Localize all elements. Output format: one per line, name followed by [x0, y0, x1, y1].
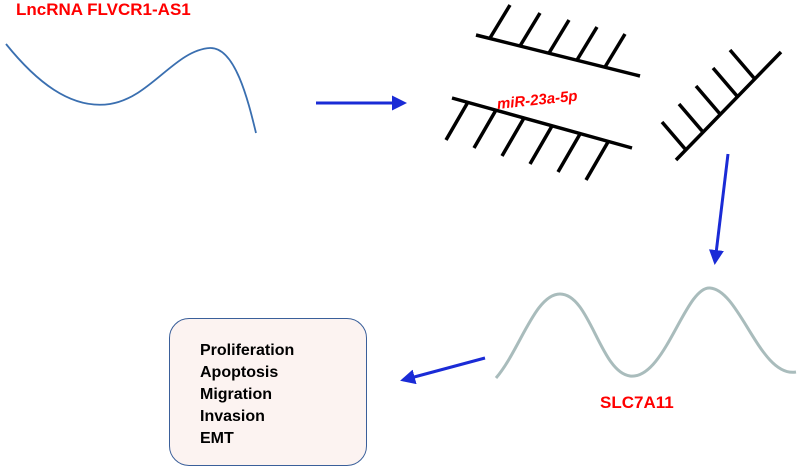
target-strand — [494, 286, 797, 379]
lncrna-strand — [5, 43, 257, 134]
mirna-comb-lower — [444, 96, 633, 181]
arrow-mirna-to-target — [708, 153, 730, 265]
outcome-item: EMT — [200, 430, 234, 447]
arrow-target-to-outcomes — [400, 356, 486, 385]
outcome-item: Apoptosis — [200, 364, 279, 381]
mirna-comb-right — [660, 48, 783, 162]
lncrna-label: LncRNA FLVCR1-AS1 — [16, 0, 191, 19]
target-label: SLC7A11 — [600, 393, 674, 412]
outcome-item: Proliferation — [200, 342, 295, 359]
outcomes-box: Proliferation Apoptosis Migration Invasi… — [169, 318, 367, 466]
outcomes-list: Proliferation Apoptosis Migration Invasi… — [200, 340, 294, 450]
mirna-comb-upper — [475, 4, 641, 78]
outcome-item: Invasion — [200, 408, 265, 425]
outcome-item: Migration — [200, 386, 272, 403]
